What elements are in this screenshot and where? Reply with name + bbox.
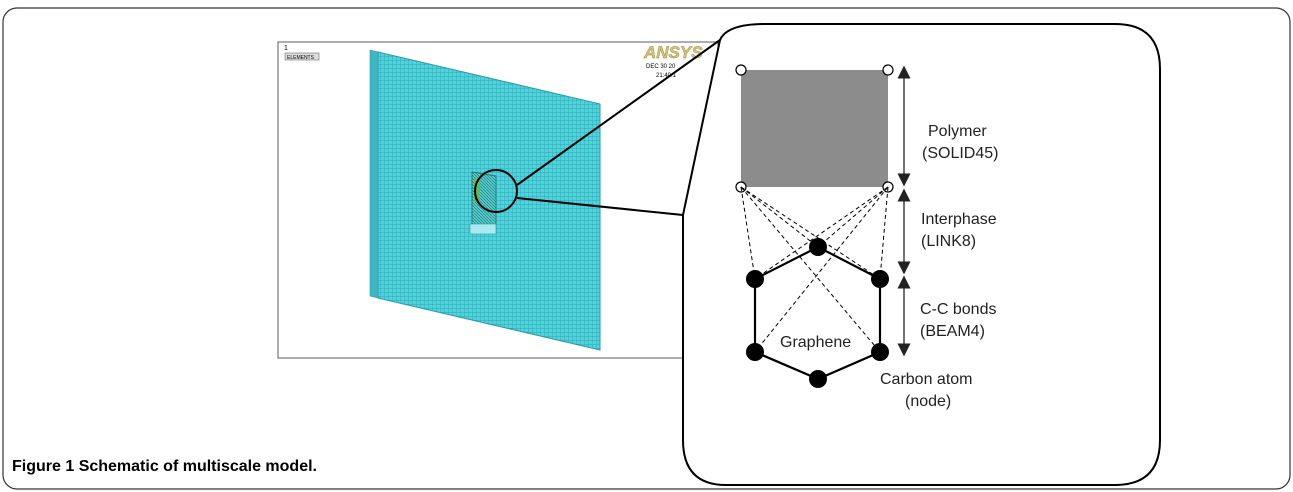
carbon-atom [809, 370, 827, 388]
ansys-window-number: 1 [284, 45, 288, 52]
ansys-header-box [284, 52, 320, 61]
callout-line-bottom [516, 197, 684, 216]
zoom-circle [474, 169, 518, 213]
carbon-atom [809, 238, 827, 256]
callout-line-top [516, 39, 721, 186]
link [879, 186, 889, 280]
mesh-plate-edge [369, 49, 379, 299]
figure-border [2, 7, 1291, 490]
ansys-header-line: ELEMENTS [287, 55, 315, 61]
polymer-node-top-left [735, 64, 747, 76]
polymer-label: Polymer [928, 123, 987, 140]
link [740, 186, 756, 280]
link [817, 186, 889, 248]
caption-text: Schematic of multiscale model. [78, 458, 317, 475]
graphene-label: Graphene [780, 334, 851, 351]
carbon-atom [871, 270, 889, 288]
polymer-node-top-right [882, 64, 894, 76]
link [754, 186, 889, 353]
cc-element-label: (BEAM4) [920, 323, 985, 340]
interphase-element-label: (LINK8) [921, 233, 976, 250]
figure-caption: Figure 1 Schematic of multiscale model. [12, 458, 317, 476]
carbon-atoms [746, 238, 889, 388]
carbon-atom [746, 270, 764, 288]
cc-bonds-label: C-C bonds [920, 301, 996, 318]
carbon-atom [746, 343, 764, 361]
ansys-info-line-2: 21:40:1 [656, 73, 677, 79]
ansys-logo: ANSYS [643, 43, 703, 62]
polymer-block [741, 70, 888, 187]
carbon-atom [871, 343, 889, 361]
interphase-links [740, 186, 889, 353]
graphene-region-base [469, 223, 497, 235]
caption-label: Figure 1 [12, 458, 75, 475]
ansys-info-line-1: DEC 30 20 [646, 64, 676, 70]
link [740, 186, 881, 353]
link [754, 186, 889, 280]
graphene-region-marker [474, 178, 480, 202]
ansys-window: 1 ELEMENTS ANSYS DEC 30 20 21:40:1 [277, 41, 719, 359]
carbon-node-label: (node) [905, 393, 951, 410]
carbon-atom-label: Carbon atom [880, 371, 973, 388]
interphase-label: Interphase [921, 211, 997, 228]
polymer-element-label: (SOLID45) [922, 145, 998, 162]
link [740, 186, 819, 248]
